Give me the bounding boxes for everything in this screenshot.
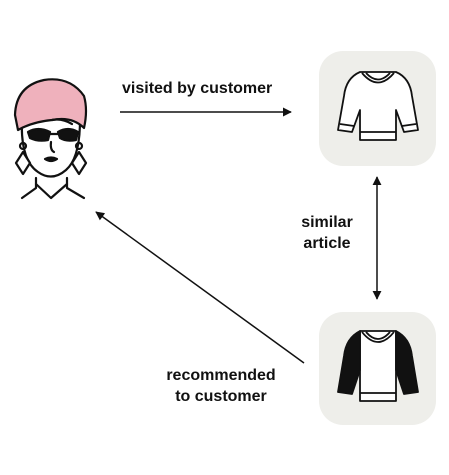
recommended-edge-label-line2: to customer [175,388,267,405]
similar-edge-label-line2: article [303,235,351,252]
similar-edge-label-line1: similar [301,214,353,231]
similar-edge-label: similar article [296,212,358,254]
sweater-icon [337,71,419,141]
visited-edge-label: visited by customer [122,80,273,97]
sweater-dark-sleeves-icon [337,330,419,402]
customer-avatar-icon [13,78,88,200]
recommended-arrow [95,211,305,364]
recommended-edge-label-line1: recommended [166,367,276,384]
recommended-edge-label: recommended to customer [151,365,291,407]
